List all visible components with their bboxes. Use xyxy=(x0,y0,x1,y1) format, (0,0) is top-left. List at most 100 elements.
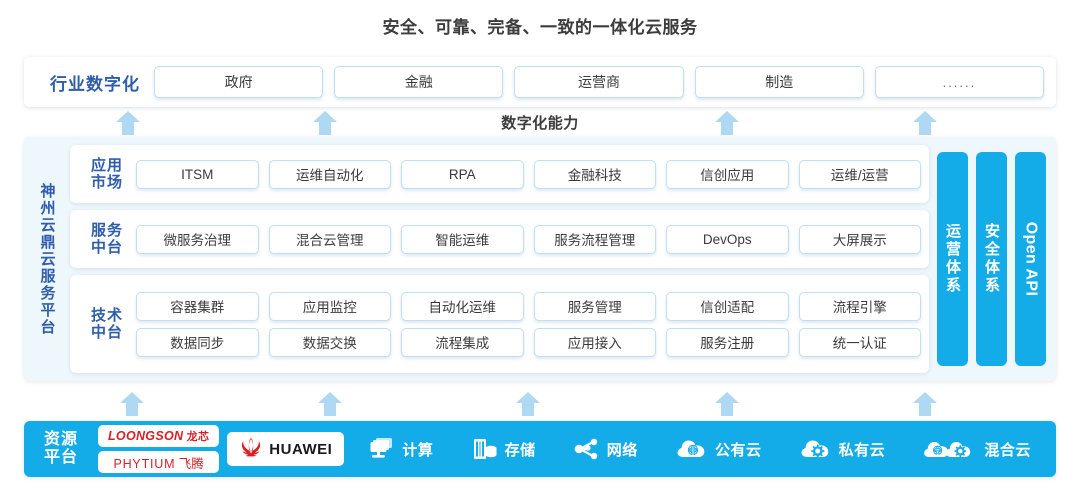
platform-cell[interactable]: 服务流程管理 xyxy=(533,224,656,254)
upward-arrow-icon xyxy=(115,110,141,136)
platform-cell[interactable]: 信创应用 xyxy=(666,159,789,189)
resource-item-label: 混合云 xyxy=(984,441,1031,459)
platform-cell[interactable]: 运维自动化 xyxy=(268,159,391,189)
platform-side-label-text: 神州云鼎云服务平台 xyxy=(38,182,56,336)
platform-cell[interactable]: 数据同步 xyxy=(136,327,259,357)
vendor-name-latin: PHYTIUM xyxy=(113,456,176,471)
platform-row-label: 技术中台 xyxy=(90,306,123,341)
resource-item[interactable]: 存储 xyxy=(472,437,536,461)
capability-caption: 数字化能力 xyxy=(501,115,579,132)
resource-item[interactable]: 私有云 xyxy=(800,437,886,461)
platform-cell[interactable]: 信创适配 xyxy=(666,291,789,321)
huawei-wordmark: HUAWEI xyxy=(269,440,333,458)
platform-pillar-label: Open API xyxy=(1022,221,1040,297)
platform-cell[interactable]: 应用接入 xyxy=(533,327,656,357)
upward-arrow-icon xyxy=(515,391,541,417)
resource-item-label: 网络 xyxy=(606,441,638,459)
huawei-logo-chip: HUAWEI xyxy=(227,432,345,466)
page-title: 安全、可靠、完备、一致的一体化云服务 xyxy=(382,18,698,37)
industry-digitalization-band: 行业数字化 政府金融运营商制造...... xyxy=(24,57,1056,107)
platform-cell[interactable]: 大屏展示 xyxy=(798,224,921,254)
platform-row-line: ITSM 运维自动化 RPA 金融科技信创应用运维/运营 xyxy=(136,159,921,189)
resource-item-label: 存储 xyxy=(504,441,536,459)
resource-item[interactable]: 混合云 xyxy=(923,437,1031,461)
platform-cell[interactable]: 服务管理 xyxy=(533,291,656,321)
storage-server-icon xyxy=(472,437,498,461)
resource-label: 资源平台 xyxy=(43,430,78,466)
vendor-name-cn: 飞腾 xyxy=(175,456,204,471)
vendor-wordmark: PHYTIUM 飞腾 xyxy=(113,453,203,472)
platform-row-grid: 容器集群应用监控自动化运维服务管理信创适配流程引擎数据同步数据交换流程集成应用接… xyxy=(136,291,921,357)
platform-cell[interactable]: 智能运维 xyxy=(401,224,524,254)
platform-cell[interactable]: 流程引擎 xyxy=(798,291,921,321)
compute-monitor-icon xyxy=(369,437,395,461)
upward-arrow-icon xyxy=(714,391,740,417)
platform-side-label: 神州云鼎云服务平台 xyxy=(24,137,70,381)
private-cloud-gear-icon xyxy=(800,437,832,461)
platform-cell[interactable]: 统一认证 xyxy=(798,327,921,357)
platform-pillar-label: 运营体系 xyxy=(944,223,961,295)
platform-row-line: 容器集群应用监控自动化运维服务管理信创适配流程引擎 xyxy=(136,291,921,321)
platform-pillar[interactable]: 安全体系 xyxy=(976,152,1007,366)
industry-label: 行业数字化 xyxy=(50,74,140,94)
platform-row-grid: ITSM 运维自动化 RPA 金融科技信创应用运维/运营 xyxy=(136,159,921,189)
platform-row: 服务中台微服务治理混合云管理智能运维服务流程管理 DevOps 大屏展示 xyxy=(70,210,929,268)
platform-row-label: 服务中台 xyxy=(90,221,123,256)
industry-box[interactable]: ...... xyxy=(874,66,1045,98)
phytium-logo: PHYTIUM 飞腾 xyxy=(98,451,220,473)
platform-cell[interactable]: 自动化运维 xyxy=(401,291,524,321)
upward-arrow-icon xyxy=(317,391,343,417)
network-nodes-icon xyxy=(574,437,600,461)
resource-item[interactable]: 网络 xyxy=(574,437,638,461)
industry-box[interactable]: 制造 xyxy=(694,66,864,98)
platform-pillar[interactable]: 运营体系 xyxy=(937,152,968,366)
platform-pillar-list: 运营体系 安全体系 Open API xyxy=(937,145,1046,373)
resource-item-label: 计算 xyxy=(402,441,434,459)
cloud-service-platform: 神州云鼎云服务平台 应用市场 ITSM 运维自动化 RPA 金融科技信创应用运维/运营服… xyxy=(24,137,1056,381)
upward-arrow-icon xyxy=(912,391,938,417)
platform-cell[interactable]: 运维/运营 xyxy=(798,159,921,189)
platform-cell[interactable]: 微服务治理 xyxy=(136,224,259,254)
resource-item-list: 计算 存储 网络 公有云 私有云 混合云 xyxy=(344,437,1056,461)
industry-box[interactable]: 政府 xyxy=(154,66,324,98)
industry-item-list: 政府金融运营商制造...... xyxy=(154,66,1045,98)
platform-cell[interactable]: ITSM xyxy=(136,159,259,189)
resource-item-label: 公有云 xyxy=(714,441,762,459)
platform-cell[interactable]: RPA xyxy=(401,159,524,189)
platform-row: 应用市场 ITSM 运维自动化 RPA 金融科技信创应用运维/运营 xyxy=(70,145,929,203)
platform-pillar-label: 安全体系 xyxy=(983,223,1000,295)
loongson-logo: LOONGSON 龙芯 xyxy=(98,425,220,447)
vendor-name-cn: 龙芯 xyxy=(183,431,210,443)
platform-row-line: 微服务治理混合云管理智能运维服务流程管理 DevOps 大屏展示 xyxy=(136,224,921,254)
upward-arrow-icon xyxy=(312,110,338,136)
platform-row-label: 应用市场 xyxy=(90,156,123,191)
platform-pillar[interactable]: Open API xyxy=(1015,152,1046,366)
upward-arrow-icon xyxy=(714,110,740,136)
industry-box[interactable]: 运营商 xyxy=(514,66,684,98)
resource-item-label: 私有云 xyxy=(838,441,886,459)
upward-arrow-icon xyxy=(119,391,145,417)
platform-cell[interactable]: 混合云管理 xyxy=(268,224,391,254)
platform-cell[interactable]: 服务注册 xyxy=(666,327,789,357)
platform-row-line: 数据同步数据交换流程集成应用接入服务注册统一认证 xyxy=(136,327,921,357)
platform-row-list: 应用市场 ITSM 运维自动化 RPA 金融科技信创应用运维/运营服务中台微服务治理混合… xyxy=(70,145,929,373)
public-cloud-globe-icon xyxy=(676,437,708,461)
resource-item[interactable]: 计算 xyxy=(369,437,433,461)
resource-platform-bar: 资源平台 LOONGSON 龙芯 PHYTIUM 飞腾 HUAWEI 计算 存储 网络… xyxy=(24,421,1056,477)
huawei-flower-logo xyxy=(239,436,263,463)
platform-cell[interactable]: 应用监控 xyxy=(268,291,391,321)
platform-cell[interactable]: 数据交换 xyxy=(268,327,391,357)
industry-box[interactable]: 金融 xyxy=(334,66,504,98)
platform-row-grid: 微服务治理混合云管理智能运维服务流程管理 DevOps 大屏展示 xyxy=(136,224,921,254)
platform-cell[interactable]: DevOps xyxy=(666,224,789,254)
resource-item[interactable]: 公有云 xyxy=(676,437,762,461)
platform-row: 技术中台容器集群应用监控自动化运维服务管理信创适配流程引擎数据同步数据交换流程集… xyxy=(70,275,929,373)
platform-cell[interactable]: 流程集成 xyxy=(401,327,524,357)
platform-cell[interactable]: 金融科技 xyxy=(533,159,656,189)
platform-cell[interactable]: 容器集群 xyxy=(136,291,259,321)
upward-arrow-icon xyxy=(912,110,938,136)
hybrid-cloud-icon xyxy=(923,437,977,461)
vendor-name-latin: LOONGSON xyxy=(108,429,184,443)
vendor-wordmark: LOONGSON 龙芯 xyxy=(108,428,209,444)
